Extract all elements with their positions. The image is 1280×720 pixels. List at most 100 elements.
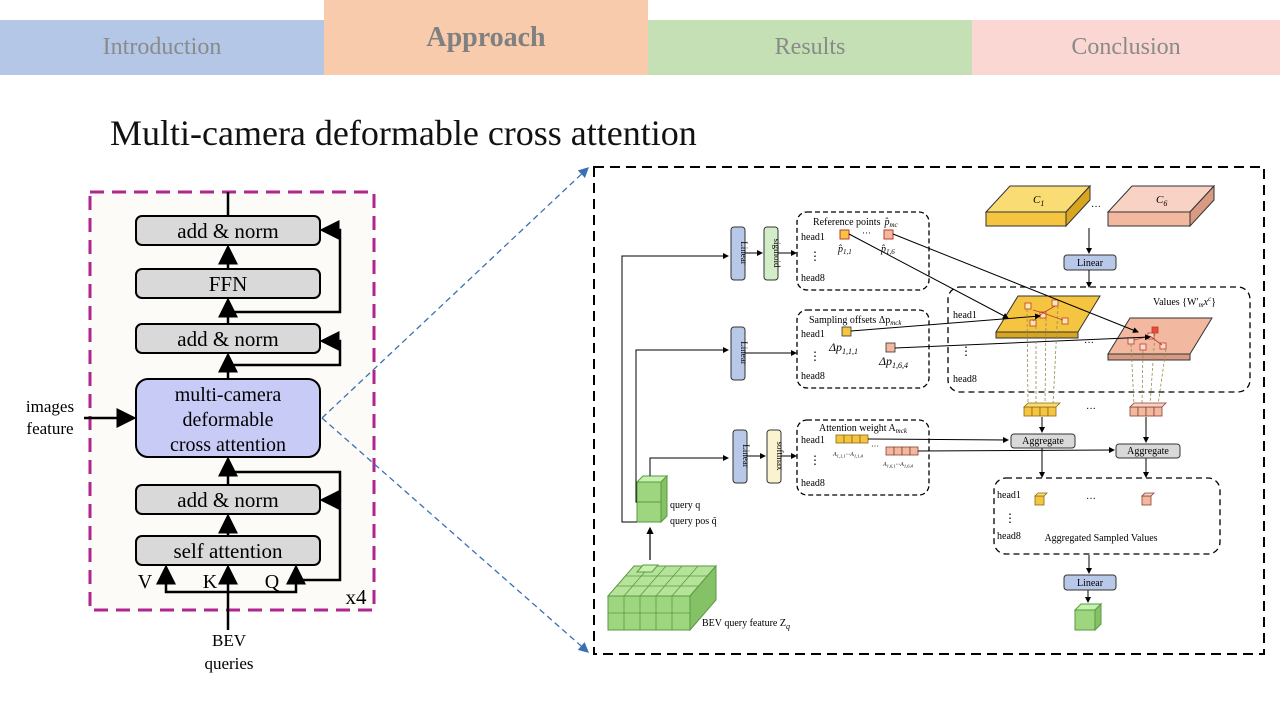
horizontal-dots: ··· (871, 442, 879, 451)
c1-label: C1 (1033, 194, 1044, 208)
values-sup: c (1208, 295, 1212, 303)
attention-weights-yellow (835, 434, 869, 444)
horizontal-dots: ··· (1086, 494, 1096, 505)
vertical-dots: ⋮ (809, 249, 821, 263)
horizontal-dots: ··· (1084, 338, 1094, 349)
aggregate-block-right (1115, 443, 1181, 459)
sampling-offsets-title: Sampling offsets Δpmck (809, 315, 902, 327)
zoom-connectors (321, 167, 589, 653)
camera-c6-feature (1106, 184, 1216, 228)
section-nav: Introduction Approach Results Conclusion (0, 0, 1280, 75)
reference-point-marker (839, 229, 850, 240)
c1-text: C (1033, 194, 1041, 206)
values-map-salmon (1107, 317, 1213, 361)
tab-approach[interactable]: Approach (324, 0, 648, 75)
values-title: Values {W′mxc} (1153, 295, 1216, 309)
values-tail: x (1203, 297, 1209, 308)
softmax-label: softmax (775, 442, 785, 471)
bev-query-grid (606, 564, 718, 632)
tab-label: Approach (426, 22, 546, 53)
tab-label: Conclusion (1071, 34, 1181, 60)
head1-label: head1 (801, 232, 825, 243)
tab-conclusion[interactable]: Conclusion (972, 20, 1280, 75)
head8-label: head8 (997, 531, 1021, 542)
a-right2-sub: 1,6,4 (904, 464, 914, 470)
dp164-text: Δp (878, 354, 892, 368)
p-hat-mc: p̂ (883, 217, 889, 228)
horizontal-dots: ··· (862, 228, 871, 238)
flow-arrows (84, 192, 342, 630)
vertical-dots: ⋮ (1004, 511, 1016, 525)
horizontal-dots: ··· (1086, 404, 1096, 415)
attention-label-line2: deformable (182, 409, 273, 431)
attention-weight-sub: mck (896, 427, 908, 435)
linear-connectors (745, 250, 797, 459)
sampled-values-yellow (1023, 402, 1061, 417)
reference-points-box (796, 211, 930, 291)
encoder-layer: add & norm FFN add & norm multi-camera d… (26, 190, 376, 673)
p11-label: p̂1,1 (837, 244, 852, 256)
sampling-offsets-box (796, 309, 930, 389)
aggregated-values-label: Aggregated Sampled Values (1044, 533, 1157, 544)
values-end: } (1211, 297, 1216, 308)
values-text: Values {W′ (1153, 297, 1199, 308)
a-right-label: A1,6,1···A1,6,4 (882, 462, 914, 470)
c6-sub: 6 (1163, 199, 1167, 208)
repeat-label: x4 (346, 585, 368, 609)
self-attention-label: self attention (173, 539, 283, 563)
linear-blocks: Linear Linear Linear sigmoid softmax (730, 226, 785, 484)
dp164-sub: 1,6,4 (892, 361, 908, 370)
a-left-sub: 1,1,1 (837, 454, 846, 460)
attention-label-line1: multi-camera (175, 384, 282, 406)
query-pos-label: query pos q̃ (670, 516, 717, 527)
aggregated-cube-yellow (1034, 492, 1048, 506)
p11-text: p̂ (837, 244, 843, 255)
bev-query-feature-sub: q (786, 622, 790, 631)
vertical-dots: ⋮ (960, 344, 972, 358)
reference-points-text: Reference points (813, 217, 881, 228)
attention-weight-text: Attention weight A (819, 423, 896, 434)
attention-weight-box (796, 419, 930, 496)
aggregated-cube-salmon (1141, 492, 1155, 506)
aggregate-block-left (1010, 433, 1076, 449)
aggregate-arrows (867, 417, 1149, 603)
p16-label: p̂1,6 (880, 244, 895, 256)
a-left-label: A1,1,1···A1,1,4 (832, 452, 864, 460)
detail-diagram: BEV query feature Zq query q query pos q… (593, 166, 1265, 655)
attention-weight-title: Attention weight Amck (819, 423, 908, 435)
add-norm-label: add & norm (177, 219, 278, 243)
offset-marker (885, 342, 896, 353)
dp164-label: Δp1,6,4 (878, 354, 908, 370)
head8-label: head8 (801, 371, 825, 382)
tab-introduction[interactable]: Introduction (0, 20, 324, 75)
dp111-text: Δp (828, 340, 842, 354)
add-norm-label: add & norm (177, 488, 278, 512)
ffn-label: FFN (209, 272, 248, 296)
offset-marker (841, 326, 852, 337)
a-right-dots: ··· (896, 462, 901, 468)
v-input-label: V (138, 571, 153, 593)
attention-weights-salmon (885, 446, 919, 456)
c6-label: C6 (1156, 194, 1167, 208)
head8-label: head8 (801, 273, 825, 284)
tab-label: Results (774, 34, 846, 60)
q-input-label: Q (265, 571, 280, 593)
k-input-label: K (203, 571, 218, 593)
slide-title: Multi-camera deformable cross attention (110, 113, 697, 153)
aggregate-label: Aggregate (1127, 446, 1169, 457)
reference-point-marker (883, 229, 894, 240)
dp111-sub: 1,1,1 (842, 347, 858, 356)
bev-queries-label: BEV (212, 631, 247, 650)
values-sub: m (1199, 301, 1204, 309)
c6-text: C (1156, 194, 1164, 206)
head1-label: head1 (801, 329, 825, 340)
aggregate-label: Aggregate (1022, 436, 1064, 447)
p-hat-mc-sub: mc (889, 221, 898, 229)
linear-label: Linear (1077, 578, 1104, 589)
tab-results[interactable]: Results (648, 20, 972, 75)
aggregated-values-box (993, 477, 1221, 555)
values-map-yellow (995, 295, 1101, 339)
sigmoid-label: sigmoid (772, 238, 782, 268)
